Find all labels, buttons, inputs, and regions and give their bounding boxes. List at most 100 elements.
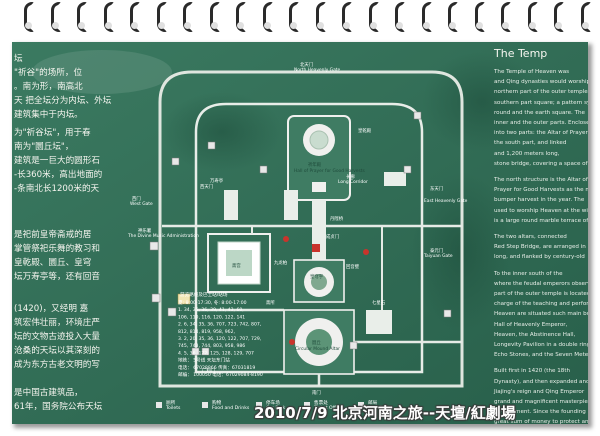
right-text-line: The two altars, connected	[494, 234, 567, 240]
poi-marker	[363, 249, 369, 255]
spiral-ring	[50, 2, 61, 32]
label-wanshouting: 万寿亭	[210, 177, 224, 184]
left-text-line: 是中国古建筑品，	[14, 388, 83, 398]
punch-hole	[555, 22, 562, 29]
toilet-icon	[259, 165, 268, 174]
punch-hole	[290, 22, 297, 29]
spiral-ring	[262, 2, 273, 32]
legend-icon	[202, 402, 208, 408]
spiral-ring	[395, 2, 405, 32]
label-east-gate-en: East Heavenly Gate	[424, 198, 468, 204]
punch-hole	[475, 22, 483, 29]
punch-hole	[25, 22, 32, 29]
info-box-line: 电话： 67028866 传真：67031819	[178, 364, 255, 371]
legend-label: 厕所	[166, 399, 176, 406]
spiral-ring	[527, 2, 538, 32]
punch-hole	[184, 22, 191, 29]
punch-hole	[369, 22, 377, 29]
right-text-line: Heaven, the Abstinence Hall,	[494, 331, 576, 338]
spiral-ring	[103, 2, 114, 32]
spiral-ring	[24, 2, 34, 32]
wanshouting-building	[384, 172, 406, 186]
spiral-ring	[342, 2, 352, 32]
punch-hole	[104, 22, 112, 29]
spiral-ring	[156, 2, 167, 32]
toilet-icon	[403, 165, 412, 174]
label-north-gate-en: North Heavenly Gate	[294, 67, 340, 73]
label-danbiqiao: 丹陛桥	[330, 215, 344, 222]
right-text-line: The Temple of Heaven was	[494, 69, 570, 75]
punch-hole	[396, 22, 403, 29]
left-text-line: -条南北长1200米的天	[14, 184, 100, 194]
right-text-line: Hall of Heavenly Emperor,	[494, 321, 568, 328]
punch-hole	[78, 22, 85, 29]
toilet-icon	[413, 111, 422, 120]
label-shennongtan-en: The Divine Music Administration	[127, 233, 199, 239]
left-text-line: 为"祈谷坛"，用于春	[14, 128, 91, 138]
label-zhaiyu: 斋所	[266, 299, 275, 306]
yuanqiu-core	[306, 329, 332, 355]
label-zhaigong: 斋宫	[232, 262, 241, 269]
punch-hole	[210, 22, 218, 29]
info-box-line: 3. 2, 20, 35, 36, 120, 122, 707, 729,	[178, 336, 262, 342]
left-text-line: 坛万寿亭等，还有回音	[14, 272, 100, 282]
shop-icon	[201, 347, 210, 356]
right-text-line: and 1,200 meters long,	[494, 150, 560, 157]
legend-label: 停车场	[266, 399, 280, 406]
spiral-ring	[554, 2, 564, 32]
spiral-ring	[209, 2, 220, 32]
spiral-ring	[421, 2, 432, 32]
right-text-line: northern part of the outer temple	[494, 89, 588, 96]
inner-wall	[194, 102, 424, 374]
shenyueshu-building	[366, 310, 392, 334]
right-text-line: grand and magnificent masterpiece	[494, 399, 588, 405]
left-text-line: 筑宏伟壮丽，环境庄严	[14, 318, 100, 328]
light-glare	[32, 50, 172, 94]
left-text-line: (1420)，又经明 嘉	[14, 304, 89, 314]
right-text-line: into two parts: the Altar of Prayer	[494, 130, 588, 137]
info-box-line: 夏: 8:00-17:30, 冬: 8:00-17:00	[178, 299, 247, 306]
punch-hole	[263, 22, 271, 29]
label-qiniandian-en: Hall of Prayer for Good Harvests	[294, 168, 366, 174]
poi-marker	[283, 236, 289, 242]
label-changlang-en: Long Corridor	[338, 179, 368, 185]
info-box-line: 4. 5, 36, 122, 125, 128, 129, 707	[178, 350, 254, 356]
left-text-line: 皇乾殿、圜丘、皇穹	[14, 258, 92, 268]
right-text-line: To the inner south of the	[494, 270, 563, 277]
legend-icon	[304, 402, 310, 408]
spiral-ring	[448, 2, 458, 32]
toilet-icon	[171, 157, 180, 166]
info-box-line: 1. 34, 35, 36, 39, 41, 43, 60,	[178, 307, 244, 313]
left-text-line: 天 把全坛分为内坛、外坛	[14, 96, 112, 106]
label-qishengmen: 七星石	[372, 299, 386, 306]
left-text-line: 南为"圜丘坛"，	[14, 142, 74, 152]
photo-signboard: 北天门 North Heavenly Gate 祈年殿 Hall of Pray…	[12, 42, 588, 424]
right-text-line: great sum of money to protect and	[494, 419, 588, 424]
zhaigong-hall	[226, 250, 252, 276]
spiral-ring	[289, 2, 299, 32]
left-text-line: 沧桑的天坛以其深刻的	[14, 346, 100, 356]
shop-icon	[167, 307, 177, 317]
left-text-line: 成为东方古老文明的写	[14, 360, 100, 370]
qiniandian-gate	[312, 182, 326, 192]
qiniandian-hall	[309, 130, 329, 150]
punch-hole	[237, 22, 244, 29]
right-text-line: part of the outer temple is located	[494, 291, 588, 297]
punch-hole	[502, 22, 509, 29]
legend-label: 购物	[212, 399, 222, 406]
right-text-line: charge of the teaching and performance	[494, 301, 588, 308]
left-text-panel: 坛"祈谷"的场所，位。南为形，南高北天 把全坛分为内坛、外坛建筑集中于内坛。为"…	[12, 42, 152, 424]
right-text-line: Jiajing's reign and Qing Emperor	[494, 388, 585, 395]
ticket-icon	[151, 293, 161, 303]
right-text-line: Longevity Pavilion in a double ring	[494, 342, 588, 348]
spiral-binding	[0, 0, 600, 40]
right-text-line: Echo Stones, and the Seven Meteor	[494, 352, 588, 359]
left-text-line: "祈谷"的场所，位	[14, 68, 83, 78]
punch-hole	[528, 22, 536, 29]
spiral-ring	[77, 2, 87, 32]
park-map: 北天门 North Heavenly Gate 祈年殿 Hall of Pray…	[12, 42, 588, 424]
legend-label: Food and Drinks	[212, 405, 250, 411]
legend-label: Post Office	[368, 405, 393, 411]
legend-label: Toilets	[165, 405, 181, 411]
legend-label: 售票处	[314, 399, 328, 406]
